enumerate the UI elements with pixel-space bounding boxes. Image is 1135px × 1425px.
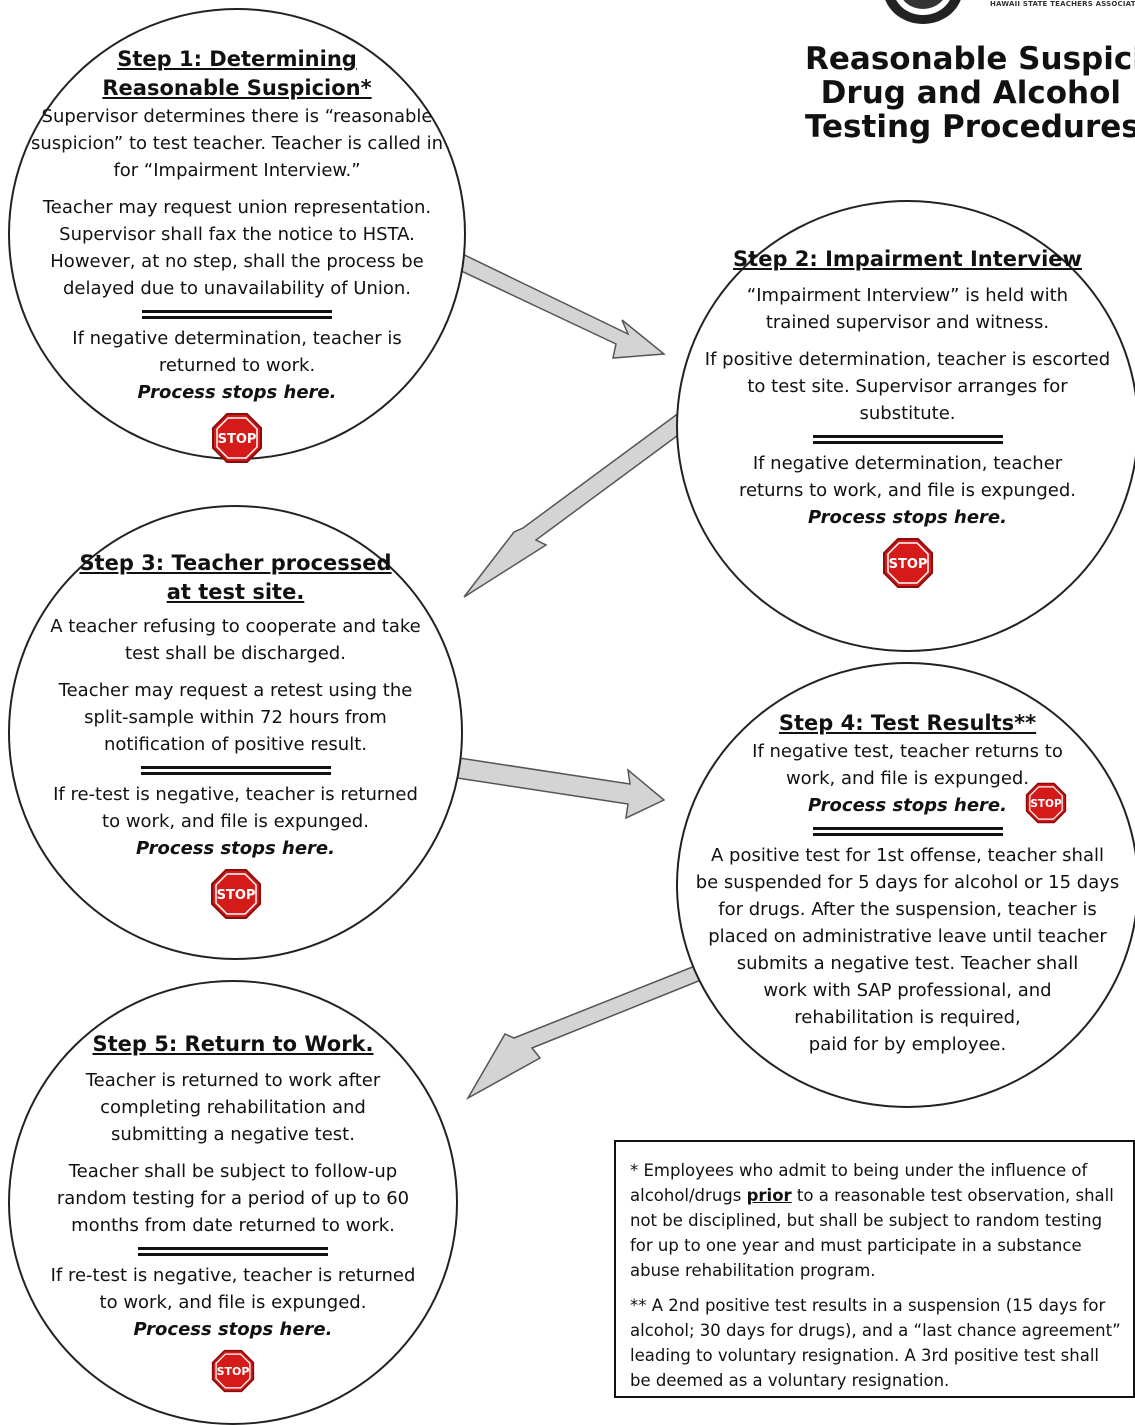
step5-title: Step 5: Return to Work. xyxy=(92,1032,374,1056)
step5-p2-line-3: months from date returned to work. xyxy=(71,1215,395,1236)
arrow-step4-to-step5 xyxy=(465,963,707,1100)
step2-circle: Step 2: Impairment Interview “Impairment… xyxy=(676,200,1135,652)
step4-pos-line-2: be suspended for 5 days for alcohol or 1… xyxy=(695,872,1120,893)
org-name: HAWAII STATE TEACHERS ASSOCIATION xyxy=(990,0,1135,8)
step5-p1-line-2: completing rehabilitation and xyxy=(100,1097,366,1118)
footnote-1-pre: * Employees who admit to being under the… xyxy=(630,1161,1088,1205)
step1-stop-text: Process stops here. xyxy=(137,382,337,403)
step2-p2-line-2: to test site. Supervisor arranges for xyxy=(747,376,1068,397)
step2-p2-line-1: If positive determination, teacher is es… xyxy=(704,349,1111,370)
footnote-1-emphasis: prior xyxy=(746,1186,792,1205)
page-title: Reasonable Suspicion Drug and Alcohol Te… xyxy=(805,42,1135,144)
stop-sign-label: STOP xyxy=(216,888,255,903)
stop-sign-icon: STOP xyxy=(211,1349,255,1393)
step1-p2-line-3: However, at no step, shall the process b… xyxy=(50,251,424,272)
step5-p1-line-1: Teacher is returned to work after xyxy=(85,1070,381,1091)
title-line-1: Reasonable Suspicion xyxy=(805,41,1135,77)
step2-p1-line-1: “Impairment Interview” is held with xyxy=(746,285,1069,306)
step1-neg-line-1: If negative determination, teacher is xyxy=(72,328,402,349)
step2-divider xyxy=(812,435,1003,444)
step4-circle: Step 4: Test Results** If negative test,… xyxy=(676,662,1135,1108)
step2-neg-line-2: returns to work, and file is expunged. xyxy=(738,480,1077,501)
stop-sign-label: STOP xyxy=(217,1365,250,1378)
step5-stop-text: Process stops here. xyxy=(133,1319,333,1340)
step3-divider xyxy=(140,766,331,775)
step4-stop-text: Process stops here. xyxy=(808,795,1007,816)
step4-p1-line-2: work, and file is expunged. xyxy=(785,768,1030,789)
step2-neg-line-1: If negative determination, teacher xyxy=(752,453,1063,474)
step3-neg-line-2: to work, and file is expunged. xyxy=(102,811,369,832)
arrow-step1-to-step2 xyxy=(436,247,666,359)
step3-p2-line-1: Teacher may request a retest using the xyxy=(58,680,413,701)
step3-p2-line-2: split-sample within 72 hours from xyxy=(84,707,387,728)
step3-neg-line-1: If re-test is negative, teacher is retur… xyxy=(53,784,418,805)
step2-p1-line-2: trained supervisor and witness. xyxy=(765,312,1050,333)
step5-divider xyxy=(138,1247,328,1256)
step5-p2-line-2: random testing for a period of up to 60 xyxy=(56,1188,410,1209)
step1-p1-line-2: suspicion” to test teacher. Teacher is c… xyxy=(31,133,443,154)
step1-p2-line-2: Supervisor shall fax the notice to HSTA. xyxy=(59,224,415,245)
step5-p2-line-1: Teacher shall be subject to follow-up xyxy=(68,1161,398,1182)
step5-neg-line-1: If re-test is negative, teacher is retur… xyxy=(50,1265,416,1286)
stop-sign-label: STOP xyxy=(218,432,257,447)
step3-circle: Step 3: Teacher processed at test site. … xyxy=(8,505,463,960)
step4-pos-line-7: rehabilitation is required, xyxy=(794,1007,1021,1028)
arrow-step2-to-step3 xyxy=(463,403,706,598)
step3-title-line-1: Step 3: Teacher processed xyxy=(79,551,392,575)
hsta-seal-logo xyxy=(885,0,961,24)
stop-sign-icon: STOP xyxy=(1025,782,1067,824)
step1-circle: Step 1: Determining Reasonable Suspicion… xyxy=(8,8,466,463)
step1-neg-line-2: returned to work. xyxy=(158,355,316,376)
arrow-step3-to-step4 xyxy=(443,755,666,820)
step1-p2-line-4: delayed due to unavailability of Union. xyxy=(62,278,412,299)
footnote-2: ** A 2nd positive test results in a susp… xyxy=(630,1296,1121,1390)
footnotes-box: * Employees who admit to being under the… xyxy=(614,1140,1135,1398)
stop-sign-label: STOP xyxy=(888,557,927,572)
footnote-1-post: to a reasonable test observation, shall … xyxy=(630,1186,1114,1280)
step5-circle: Step 5: Return to Work. Teacher is retur… xyxy=(8,980,458,1425)
step4-pos-line-8: paid for by employee. xyxy=(808,1034,1007,1055)
step4-p1-line-1: If negative test, teacher returns to xyxy=(752,741,1063,762)
step3-p1-line-1: A teacher refusing to cooperate and take xyxy=(50,616,421,637)
title-line-2: Drug and Alcohol xyxy=(820,75,1121,111)
stop-sign-icon: STOP xyxy=(882,538,933,588)
stop-sign-icon: STOP xyxy=(212,413,262,463)
step2-title: Step 2: Impairment Interview xyxy=(733,247,1082,271)
title-line-3: Testing Procedures xyxy=(805,109,1135,145)
step1-divider xyxy=(142,310,332,319)
step3-p2-line-3: notification of positive result. xyxy=(104,734,367,755)
step3-stop-text: Process stops here. xyxy=(136,838,335,859)
step4-divider xyxy=(812,827,1003,836)
step5-p1-line-3: submitting a negative test. xyxy=(111,1124,355,1145)
footnote-1: * Employees who admit to being under the… xyxy=(630,1158,1121,1283)
step3-title-line-2: at test site. xyxy=(166,580,305,604)
step5-neg-line-2: to work, and file is expunged. xyxy=(99,1292,367,1313)
step4-pos-line-5: submits a negative test. Teacher shall xyxy=(736,953,1079,974)
step1-title-line-2: Reasonable Suspicion* xyxy=(102,76,372,100)
step1-p1-line-1: Supervisor determines there is “reasonab… xyxy=(41,106,433,127)
step1-title-line-1: Step 1: Determining xyxy=(117,47,357,71)
stop-sign-icon: STOP xyxy=(210,869,261,919)
stop-sign-label: STOP xyxy=(1030,798,1062,810)
step2-stop-text: Process stops here. xyxy=(808,507,1007,528)
step4-pos-line-3: for drugs. After the suspension, teacher… xyxy=(718,899,1097,920)
step2-p2-line-3: substitute. xyxy=(859,403,956,424)
step1-p2-line-1: Teacher may request union representation… xyxy=(42,197,432,218)
step4-pos-line-4: placed on administrative leave until tea… xyxy=(708,926,1107,947)
step4-pos-line-6: work with SAP professional, and xyxy=(763,980,1052,1001)
step3-p1-line-2: test shall be discharged. xyxy=(125,643,346,664)
step1-p1-line-3: for “Impairment Interview.” xyxy=(113,160,361,181)
step4-title: Step 4: Test Results** xyxy=(778,711,1037,735)
step4-pos-line-1: A positive test for 1st offense, teacher… xyxy=(710,845,1104,866)
